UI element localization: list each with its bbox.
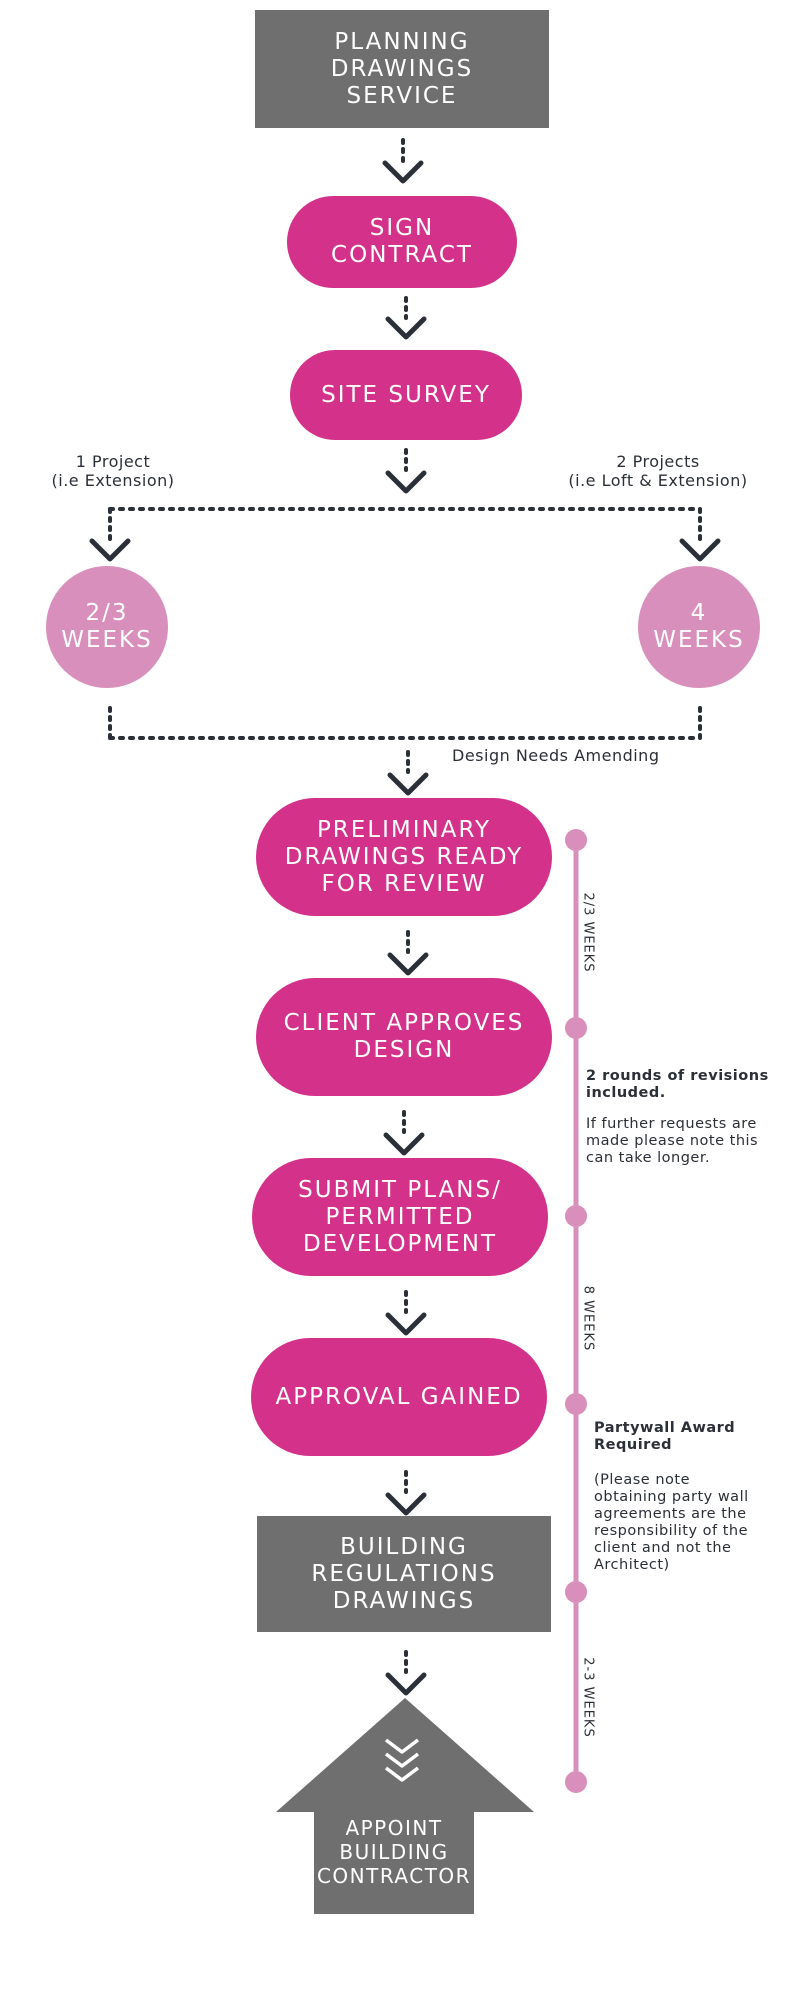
two-three-weeks-circle: 2/3 WEEKS: [46, 566, 168, 688]
down-arrow-2: [388, 296, 424, 337]
approval-gained-step: APPROVAL GAINED: [251, 1338, 547, 1456]
revisions-included-note: 2 rounds of revisions included.: [586, 1068, 769, 1101]
chevron-down-icon: [388, 1315, 424, 1333]
design-needs-amending-label: Design Needs Amending: [452, 746, 660, 765]
partywall-disclaimer-note: (Please note obtaining party wall agreem…: [594, 1472, 749, 1573]
client-approves-design-step: CLIENT APPROVES DESIGN: [256, 978, 552, 1096]
timeline-segment-label: 8 WEEKS: [580, 1285, 596, 1352]
down-arrow-8: [388, 1470, 424, 1513]
timeline-dot: [565, 1205, 587, 1227]
site-survey-step: SITE SURVEY: [290, 350, 522, 440]
timeline-dot: [565, 829, 587, 851]
branch-right-arrow: [682, 507, 718, 559]
submit-plans-step: SUBMIT PLANS/ PERMITTED DEVELOPMENT: [252, 1158, 548, 1276]
revisions-further-note: If further requests are made please note…: [586, 1116, 759, 1166]
two-projects-label: 2 Projects (i.e Loft & Extension): [568, 452, 748, 490]
down-arrow-7: [388, 1290, 424, 1333]
down-arrow-5: [390, 930, 426, 973]
chevron-down-icon: [682, 541, 718, 559]
sign-contract-step: SIGN CONTRACT: [287, 196, 517, 288]
chevron-down-icon: [390, 775, 426, 793]
down-arrow-9: [388, 1650, 424, 1693]
contractor-arrow-shape: [276, 1698, 534, 1914]
timeline-dot: [565, 1393, 587, 1415]
four-weeks-circle: 4 WEEKS: [638, 566, 760, 688]
building-regulations-drawings-box: BUILDING REGULATIONS DRAWINGS: [257, 1516, 551, 1632]
double-chevron-down-icon: [384, 1738, 420, 1782]
appoint-building-contractor-label: APPOINT BUILDING CONTRACTOR: [316, 1816, 472, 1888]
chevron-down-icon: [388, 1675, 424, 1693]
chevron-down-icon: [388, 473, 424, 491]
down-arrow-4: [390, 750, 426, 793]
chevron-down-icon: [92, 541, 128, 559]
chevron-down-icon: [388, 1495, 424, 1513]
planning-drawings-service-box: PLANNING DRAWINGS SERVICE: [255, 10, 549, 128]
timeline-dot: [565, 1771, 587, 1793]
chevron-down-icon: [386, 1135, 422, 1153]
down-arrow-1: [385, 138, 421, 181]
chevron-down-icon: [388, 319, 424, 337]
partywall-award-note: Partywall Award Required: [594, 1420, 736, 1453]
timeline-segment-label: 2/3 WEEKS: [580, 892, 596, 973]
chevron-down-icon: [390, 955, 426, 973]
branch-left-arrow: [92, 507, 128, 559]
down-arrow-3: [388, 448, 424, 491]
timeline-segment-label: 2-3 WEEKS: [580, 1657, 596, 1738]
chevron-down-icon: [385, 163, 421, 181]
timeline-dot: [565, 1017, 587, 1039]
one-project-label: 1 Project (i.e Extension): [51, 452, 175, 490]
timeline-dot: [565, 1581, 587, 1603]
down-arrow-6: [386, 1110, 422, 1153]
preliminary-drawings-step: PRELIMINARY DRAWINGS READY FOR REVIEW: [256, 798, 552, 916]
